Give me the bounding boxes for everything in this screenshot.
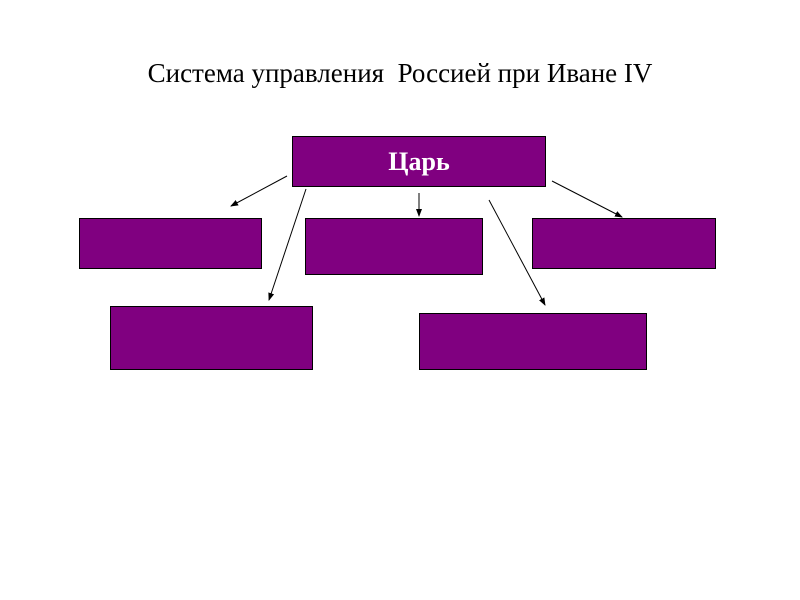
slide-title: Система управления Россией при Иване IV	[147, 58, 653, 88]
arrow-to-lower-left-box	[268, 188, 307, 301]
arrow-to-right-box	[551, 180, 623, 218]
empty-box-right	[532, 218, 716, 269]
empty-box-lower-right	[419, 313, 647, 370]
tsar-label: Царь	[388, 146, 450, 176]
arrow-to-left-box	[230, 175, 288, 207]
empty-box-left	[79, 218, 262, 269]
tsar-box: Царь	[292, 136, 546, 187]
empty-box-center	[305, 218, 483, 275]
arrow-to-lower-right-box	[488, 199, 546, 306]
empty-box-lower-left	[110, 306, 313, 370]
